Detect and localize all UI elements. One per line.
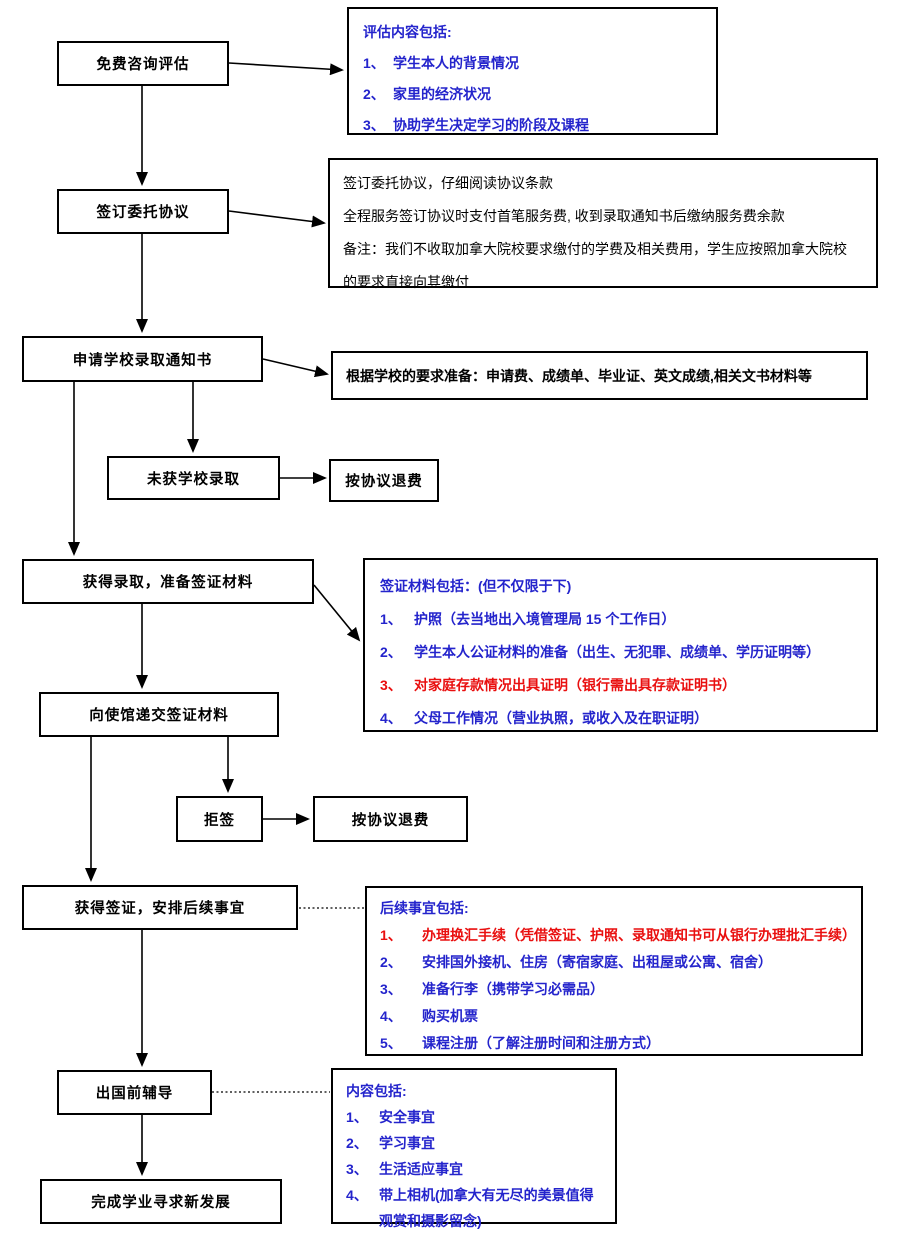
note-visa-materials: 签证材料包括：(但不仅限于下) 1、护照（去当地出入境管理局 15 个工作日） … (363, 558, 878, 732)
list-item: 4、购买机票 (380, 1008, 478, 1024)
list-item: 2、学习事宜 (346, 1135, 435, 1151)
step-label: 签订委托协议 (96, 205, 190, 221)
step-apply-offer: 申请学校录取通知书 (22, 336, 263, 382)
list-item: 1、办理换汇手续（凭借签证、护照、录取通知书可从银行办理批汇手续） (380, 927, 856, 943)
note-line: 备注：我们不收取加拿大院校要求缴付的学费及相关费用，学生应按照加拿大院校的要求直… (343, 241, 847, 290)
note-pre-departure: 内容包括: 1、安全事宜 2、学习事宜 3、生活适应事宜 4、带上相机(加拿大有… (331, 1068, 617, 1229)
note-title: 后续事宜包括: (380, 900, 469, 916)
step-label: 向使馆递交签证材料 (89, 708, 229, 724)
step-label: 免费咨询评估 (96, 57, 190, 73)
list-item: 2、安排国外接机、住房（寄宿家庭、出租屋或公寓、宿舍） (380, 954, 772, 970)
step-label: 获得签证，安排后续事宜 (74, 901, 246, 917)
step-label: 未获学校录取 (147, 471, 240, 488)
step-label: 完成学业寻求新发展 (91, 1195, 231, 1211)
note-title: 签证材料包括：(但不仅限于下) (380, 578, 572, 594)
note-followup: 后续事宜包括: 1、办理换汇手续（凭借签证、护照、录取通知书可从银行办理批汇手续… (365, 886, 863, 1056)
step-complete: 完成学业寻求新发展 (40, 1179, 282, 1224)
list-item: 1、学生本人的背景情况 (363, 55, 519, 71)
note-assessment: 评估内容包括: 1、学生本人的背景情况 2、家里的经济状况 3、协助学生决定学习… (347, 7, 718, 135)
note-line: 根据学校的要求准备：申请费、成绩单、毕业证、英文成绩,相关文书材料等 (346, 367, 812, 384)
list-item: 2、学生本人公证材料的准备（出生、无犯罪、成绩单、学历证明等） (380, 644, 820, 660)
step-sign-agreement: 签订委托协议 (57, 189, 229, 234)
list-item: 5、课程注册（了解注册时间和注册方式） (380, 1035, 660, 1051)
note-line: 签订委托协议，仔细阅读协议条款 (343, 175, 553, 191)
list-item: 3、生活适应事宜 (346, 1161, 463, 1177)
step-label: 按协议退费 (351, 812, 430, 829)
list-item: 2、家里的经济状况 (363, 86, 491, 102)
step-label: 按协议退费 (345, 474, 423, 490)
step-refund-2: 按协议退费 (313, 796, 468, 842)
step-free-consult: 免费咨询评估 (57, 41, 229, 86)
step-get-visa: 获得签证，安排后续事宜 (22, 885, 298, 930)
note-line: 全程服务签订协议时支付首笔服务费, 收到录取通知书后缴纳服务费余款 (343, 208, 785, 224)
step-refund-1: 按协议退费 (329, 459, 439, 502)
list-item: 3、准备行李（携带学习必需品） (380, 981, 604, 997)
step-label: 申请学校录取通知书 (72, 352, 213, 369)
step-not-admitted: 未获学校录取 (107, 456, 280, 500)
list-item: 4、带上相机(加拿大有无尽的美景值得观赏和摄影留念) (346, 1187, 594, 1229)
note-agreement: 签订委托协议，仔细阅读协议条款 全程服务签订协议时支付首笔服务费, 收到录取通知… (328, 158, 878, 290)
step-label: 获得录取，准备签证材料 (82, 575, 254, 591)
note-title: 评估内容包括: (363, 24, 452, 40)
step-submit-visa: 向使馆递交签证材料 (39, 692, 279, 737)
list-item: 4、父母工作情况（营业执照，或收入及在职证明） (380, 710, 708, 726)
note-application: 根据学校的要求准备：申请费、成绩单、毕业证、英文成绩,相关文书材料等 (331, 351, 868, 400)
arrow-apply-to-note (262, 358, 329, 378)
list-item: 3、协助学生决定学习的阶段及课程 (363, 117, 589, 133)
step-pre-departure: 出国前辅导 (57, 1070, 212, 1115)
note-title: 内容包括: (346, 1083, 407, 1099)
step-get-offer: 获得录取，准备签证材料 (22, 559, 314, 604)
arrow-getoffer-to-note (313, 584, 361, 642)
step-visa-refused: 拒签 (176, 796, 263, 842)
list-item: 3、对家庭存款情况出具证明（银行需出具存款证明书） (380, 677, 736, 693)
step-label: 出国前辅导 (95, 1086, 174, 1102)
arrow-agreement-to-note (228, 210, 326, 228)
list-item: 1、安全事宜 (346, 1109, 435, 1125)
step-label: 拒签 (204, 812, 235, 829)
arrow-consult-to-note (228, 62, 344, 76)
list-item: 1、护照（去当地出入境管理局 15 个工作日） (380, 611, 676, 627)
